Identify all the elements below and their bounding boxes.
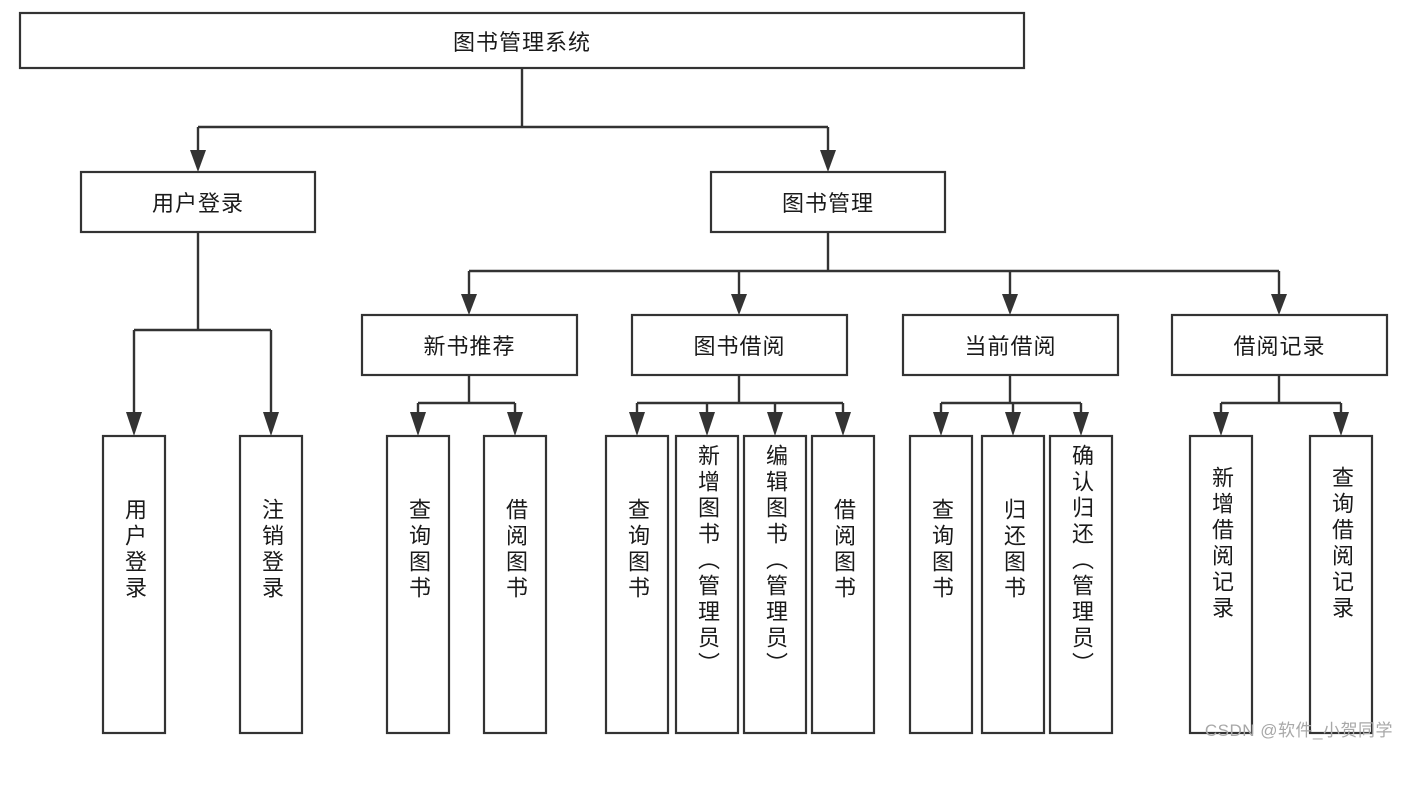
arrow-to-newbook [461,294,477,315]
leaf-box-confirm-return[interactable] [1048,434,1114,735]
arrow-to-record [1271,294,1287,315]
node-box-book-borrow[interactable] [630,313,849,377]
leaf-box-query-book-1[interactable] [385,434,451,735]
arrow-leaf-confirm-return [1073,412,1089,436]
connectors-record-to-leaves [1213,375,1349,436]
arrow-leaf-edit-book [767,412,783,436]
connectors-borrow-to-leaves [629,375,851,436]
connectors-newbook-to-leaves [410,375,523,436]
leaf-box-return-book[interactable] [980,434,1046,735]
arrow-leaf-query-record [1333,412,1349,436]
leaf-box-edit-book[interactable] [742,434,808,735]
arrow-leaf-borrow-book-1 [507,412,523,436]
leaf-box-logout[interactable] [238,434,304,735]
arrow-leaf-query-book-3 [933,412,949,436]
arrow-leaf-logout [263,412,279,436]
leaf-box-user-login[interactable] [101,434,167,735]
arrow-leaf-add-book [699,412,715,436]
diagram-canvas: 图书管理系统 用户登录 图书管理 新书推荐 图书借阅 当前借阅 借阅记录 用户登… [18,11,1393,740]
arrow-leaf-add-record [1213,412,1229,436]
arrow-leaf-user-login [126,412,142,436]
arrow-to-current [1002,294,1018,315]
leaf-box-add-record[interactable] [1188,434,1254,735]
arrow-to-borrow [731,294,747,315]
arrow-leaf-return-book [1005,412,1021,436]
arrow-to-book-manage [820,150,836,172]
tree-svg [18,11,1389,735]
leaf-box-borrow-book-1[interactable] [482,434,548,735]
node-box-new-book-recommend[interactable] [360,313,579,377]
node-box-book-manage[interactable] [709,170,947,234]
leaf-box-query-book-3[interactable] [908,434,974,735]
arrow-leaf-query-book-2 [629,412,645,436]
connectors-current-to-leaves [933,375,1089,436]
connectors-root-to-level2 [190,68,836,172]
node-box-user-login[interactable] [79,170,317,234]
watermark-text: CSDN @软件_小贺同学 [1204,721,1393,740]
leaf-box-query-book-2[interactable] [604,434,670,735]
connectors-bookmanage-to-level3 [461,232,1287,315]
leaf-box-add-book[interactable] [674,434,740,735]
node-box-borrow-record[interactable] [1170,313,1389,377]
leaf-box-query-record[interactable] [1308,434,1374,735]
arrow-leaf-query-book-1 [410,412,426,436]
connectors-userlogin-to-leaves [126,232,279,436]
node-box-current-borrow[interactable] [901,313,1120,377]
node-box-root[interactable] [18,11,1026,70]
leaf-box-borrow-book-2[interactable] [810,434,876,735]
arrow-to-user-login [190,150,206,172]
arrow-leaf-borrow-book-2 [835,412,851,436]
